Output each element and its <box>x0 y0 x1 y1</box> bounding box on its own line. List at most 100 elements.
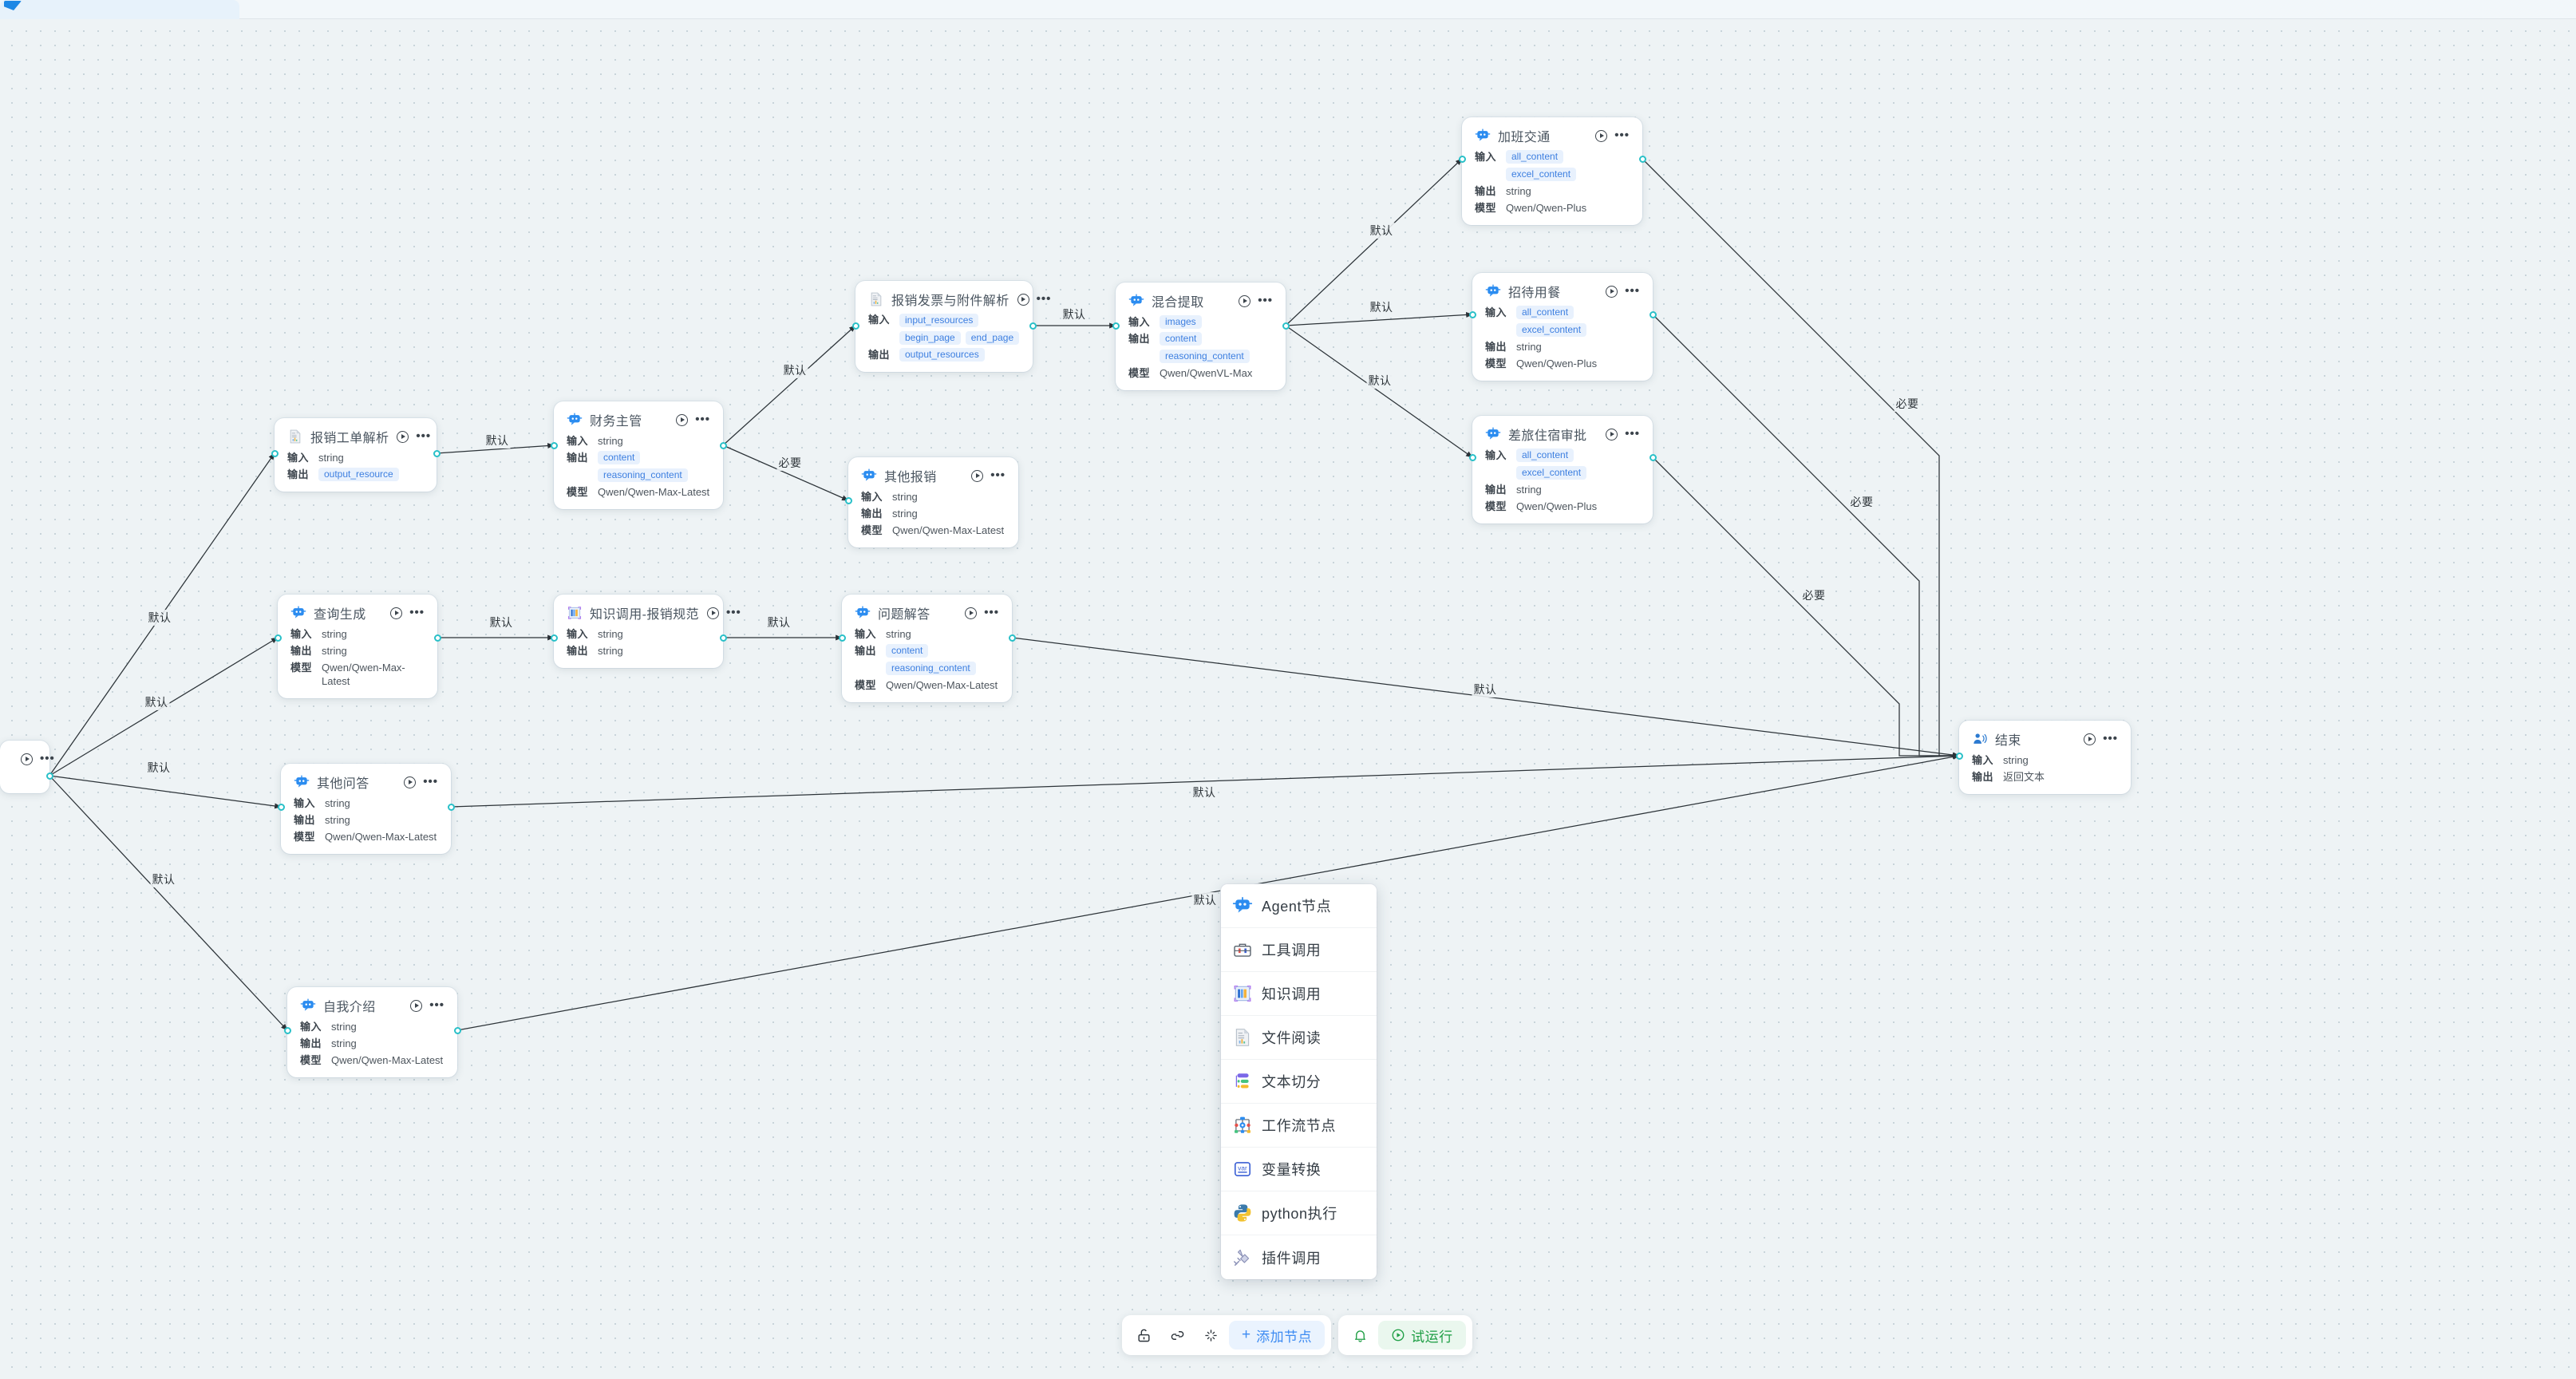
node-input-port[interactable] <box>1468 454 1476 461</box>
node-output-port[interactable] <box>1638 156 1646 163</box>
node-field-chip[interactable]: excel_content <box>1506 168 1577 181</box>
node-input-port[interactable] <box>283 1027 291 1034</box>
menu-item-agent[interactable]: Agent节点 <box>1221 884 1377 928</box>
node-output-port[interactable] <box>719 442 727 449</box>
node-more-icon[interactable]: ••• <box>725 606 741 619</box>
node-output-port[interactable] <box>433 634 441 642</box>
node-more-icon[interactable]: ••• <box>1258 294 1273 307</box>
run-node-icon[interactable] <box>1595 129 1608 142</box>
node-field-chip[interactable]: excel_content <box>1516 323 1587 337</box>
node-output-port[interactable] <box>1649 454 1657 461</box>
node-input-port[interactable] <box>274 634 282 642</box>
node-input-port[interactable] <box>277 804 285 811</box>
node-more-icon[interactable]: ••• <box>984 606 999 619</box>
node-field-chip[interactable]: all_content <box>1516 448 1574 462</box>
node-input-port[interactable] <box>844 497 852 504</box>
run-node-icon[interactable] <box>2084 733 2096 745</box>
edge-start-to-qita-wenda[interactable] <box>49 775 282 809</box>
run-node-icon[interactable] <box>410 999 423 1012</box>
node-field-chip[interactable]: all_content <box>1516 306 1574 319</box>
edge-caiwu-zhuguan-to-qita-baoxiao[interactable] <box>722 445 849 501</box>
run-node-icon[interactable] <box>965 607 978 619</box>
node-output-port[interactable] <box>1649 311 1657 318</box>
bell-icon[interactable] <box>1345 1322 1375 1349</box>
node-field-chip[interactable]: output_resource <box>318 468 399 481</box>
node-field-chip[interactable]: end_page <box>965 331 1020 345</box>
node-output-port[interactable] <box>453 1027 461 1034</box>
node-input-port[interactable] <box>1458 156 1466 163</box>
node-input-port[interactable] <box>1955 753 1963 760</box>
node-more-icon[interactable]: ••• <box>695 413 710 426</box>
node-field-chip[interactable]: images <box>1160 315 1202 329</box>
add-node-button[interactable]: + 添加节点 <box>1229 1321 1326 1349</box>
node-field-chip[interactable]: reasoning_content <box>886 662 976 675</box>
edge-caiwu-zhuguan-to-fapiao-jiexi[interactable] <box>722 325 856 446</box>
edge-chailv-zhusu-to-jieshu[interactable] <box>1652 456 1960 759</box>
lock-icon[interactable] <box>1128 1322 1159 1349</box>
node-field-chip[interactable]: reasoning_content <box>1160 350 1250 363</box>
node-field-chip[interactable]: input_resources <box>899 314 979 327</box>
node-input-port[interactable] <box>838 634 846 642</box>
menu-item-var[interactable]: var 变量转换 <box>1221 1148 1377 1191</box>
node-more-icon[interactable]: ••• <box>1625 427 1640 441</box>
node-more-icon[interactable]: ••• <box>990 468 1006 482</box>
node-input-port[interactable] <box>1112 322 1120 330</box>
menu-item-knowledge[interactable]: 知识调用 <box>1221 972 1377 1016</box>
run-node-icon[interactable] <box>676 413 689 426</box>
node-input-port[interactable] <box>271 450 279 457</box>
node-output-port[interactable] <box>45 772 53 780</box>
node-field-chip[interactable]: output_resources <box>899 348 985 362</box>
node-field-chip[interactable]: content <box>598 451 641 464</box>
node-more-icon[interactable]: ••• <box>423 775 438 788</box>
node-more-icon[interactable]: ••• <box>409 606 425 619</box>
link-icon[interactable] <box>1162 1322 1192 1349</box>
menu-item-file-read[interactable]: 文件阅读 <box>1221 1016 1377 1060</box>
edge-hunhe-tiqu-to-zhaodai-yongcan[interactable] <box>1285 311 1473 326</box>
node-input-port[interactable] <box>1468 311 1476 318</box>
run-node-icon[interactable] <box>1017 293 1029 306</box>
node-more-icon[interactable]: ••• <box>416 429 432 443</box>
sparkle-icon[interactable] <box>1195 1322 1226 1349</box>
node-output-port[interactable] <box>1029 322 1037 330</box>
workflow-canvas[interactable]: 默认默认默认默认默认默认必要默认默认默认默认默认默认必要必要必要默认默认默认 •… <box>0 19 2576 1379</box>
run-node-icon[interactable] <box>397 430 409 443</box>
menu-item-python[interactable]: python执行 <box>1221 1191 1377 1235</box>
node-field-chip[interactable]: excel_content <box>1516 466 1587 480</box>
node-output-port[interactable] <box>1282 322 1290 330</box>
run-node-icon[interactable] <box>1239 294 1251 307</box>
node-output-port[interactable] <box>447 804 455 811</box>
node-input-port[interactable] <box>851 322 859 330</box>
run-node-icon[interactable] <box>1606 285 1618 298</box>
run-button[interactable]: 试运行 <box>1378 1321 1466 1349</box>
node-field-chip[interactable]: all_content <box>1506 150 1564 164</box>
menu-item-text-split[interactable]: 文本切分 <box>1221 1060 1377 1104</box>
run-node-icon[interactable] <box>21 753 33 765</box>
node-more-icon[interactable]: ••• <box>40 752 55 765</box>
run-node-icon[interactable] <box>1606 428 1618 441</box>
edge-baoxiao-gongdan-to-caiwu-zhuguan[interactable] <box>436 443 555 454</box>
edge-qita-wenda-to-jieshu[interactable] <box>450 753 1960 808</box>
node-output-port[interactable] <box>719 634 727 642</box>
node-more-icon[interactable]: ••• <box>1614 128 1630 142</box>
node-more-icon[interactable]: ••• <box>1036 292 1052 306</box>
node-more-icon[interactable]: ••• <box>1625 284 1640 298</box>
edge-hunhe-tiqu-to-chailv-zhusu[interactable] <box>1285 325 1473 458</box>
node-field-chip[interactable]: reasoning_content <box>598 468 688 482</box>
edge-hunhe-tiqu-to-jiaban-jiaotong[interactable] <box>1285 158 1463 326</box>
node-more-icon[interactable]: ••• <box>429 998 444 1012</box>
run-node-icon[interactable] <box>404 776 417 788</box>
node-field-chip[interactable]: content <box>886 644 929 658</box>
run-node-icon[interactable] <box>390 607 403 619</box>
